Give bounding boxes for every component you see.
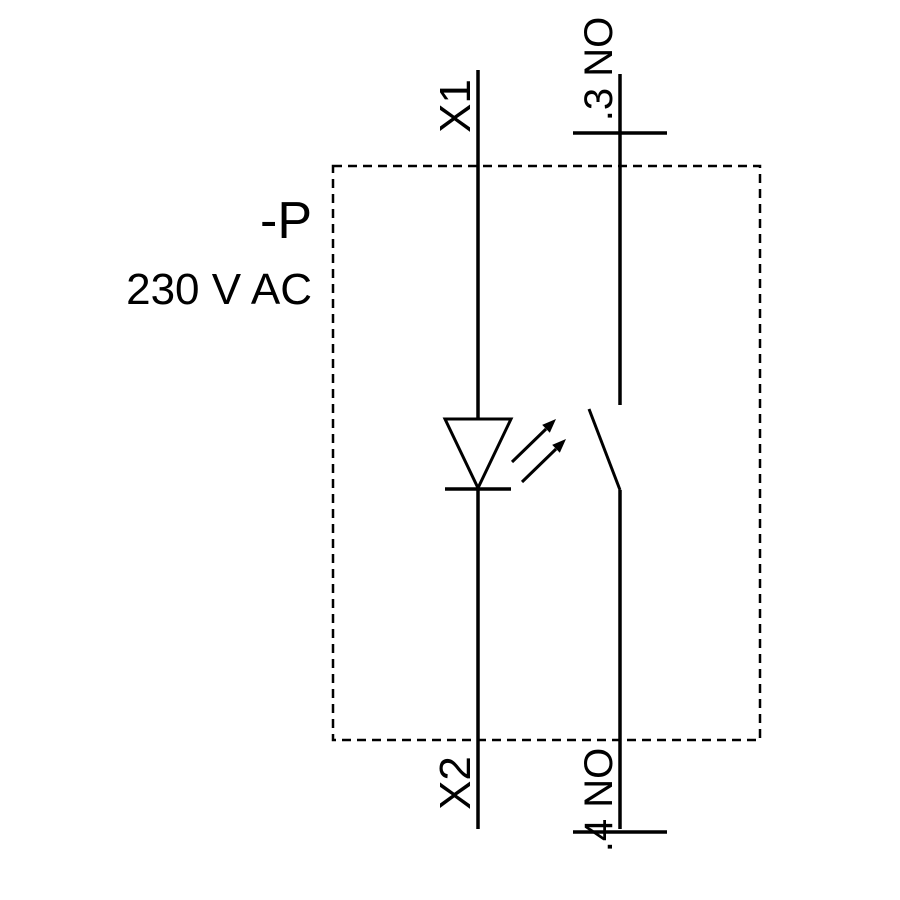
light-emission-arrows-icon [510, 419, 566, 484]
module-boundary-box [331, 164, 762, 742]
terminal-label-x1: X1 [431, 79, 480, 133]
voltage-rating-label: 230 V AC [126, 265, 312, 314]
device-designation-label: -P [260, 192, 312, 250]
terminal-label-4no: .4 NO [577, 748, 621, 852]
contact-blade [587, 408, 622, 491]
terminal-label-x2: X2 [431, 756, 480, 810]
emission-arrow-head [552, 439, 566, 453]
emission-arrow-head [542, 419, 556, 433]
emission-arrow-shaft [520, 447, 558, 484]
led-triangle-icon [442, 417, 514, 492]
terminal-label-3no: .3 NO [577, 17, 621, 121]
emission-arrow-shaft [510, 427, 548, 464]
